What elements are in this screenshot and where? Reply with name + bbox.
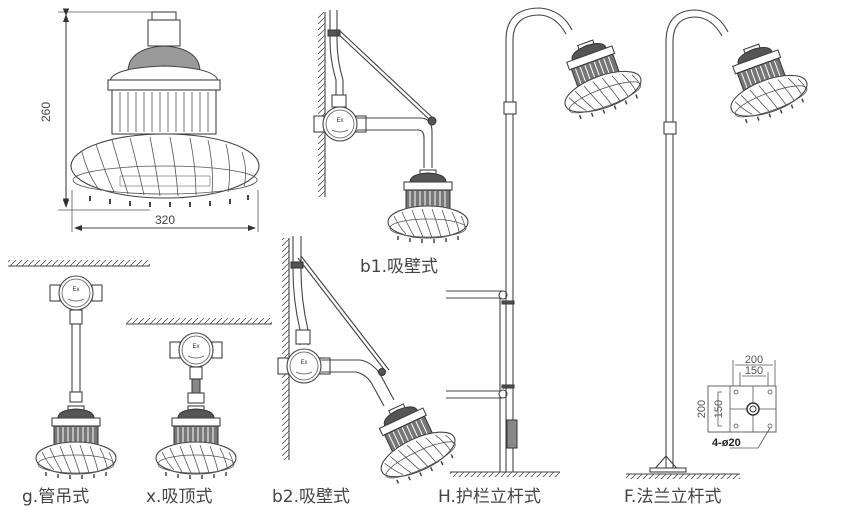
flange-holes-spec: 4-ø20 bbox=[712, 437, 741, 449]
wall-mount-b1-drawing: b1.吸壁式 bbox=[313, 10, 469, 277]
flange-outer-height: 200 bbox=[696, 400, 708, 418]
main-lamp-drawing: 260 320 bbox=[39, 8, 260, 232]
flange-pole-f-drawing: F.法兰立杆式 bbox=[624, 9, 815, 507]
width-dimension: 320 bbox=[155, 213, 175, 227]
caption-b2: b2.吸壁式 bbox=[272, 487, 350, 507]
caption-f: F.法兰立杆式 bbox=[624, 487, 721, 507]
wall-mount-b2-drawing: b2.吸壁式 bbox=[272, 236, 464, 507]
flange-inner-height: 150 bbox=[713, 400, 725, 418]
ceiling-x-drawing: x.吸顶式 bbox=[126, 318, 272, 507]
flange-plate-detail: 200 150 200 150 4-ø20 bbox=[696, 354, 777, 449]
height-dimension: 260 bbox=[39, 102, 53, 122]
caption-g: g.管吊式 bbox=[22, 487, 89, 507]
caption-x: x.吸顶式 bbox=[146, 487, 212, 507]
caption-h: H.护栏立杆式 bbox=[438, 487, 541, 507]
guardrail-pole-h-drawing: H.护栏立杆式 bbox=[438, 7, 649, 507]
flange-inner-width: 150 bbox=[745, 365, 763, 377]
flange-outer-width: 200 bbox=[745, 354, 763, 366]
pipe-pendant-g-drawing: g.管吊式 bbox=[8, 260, 150, 507]
caption-b1: b1.吸壁式 bbox=[360, 257, 438, 277]
